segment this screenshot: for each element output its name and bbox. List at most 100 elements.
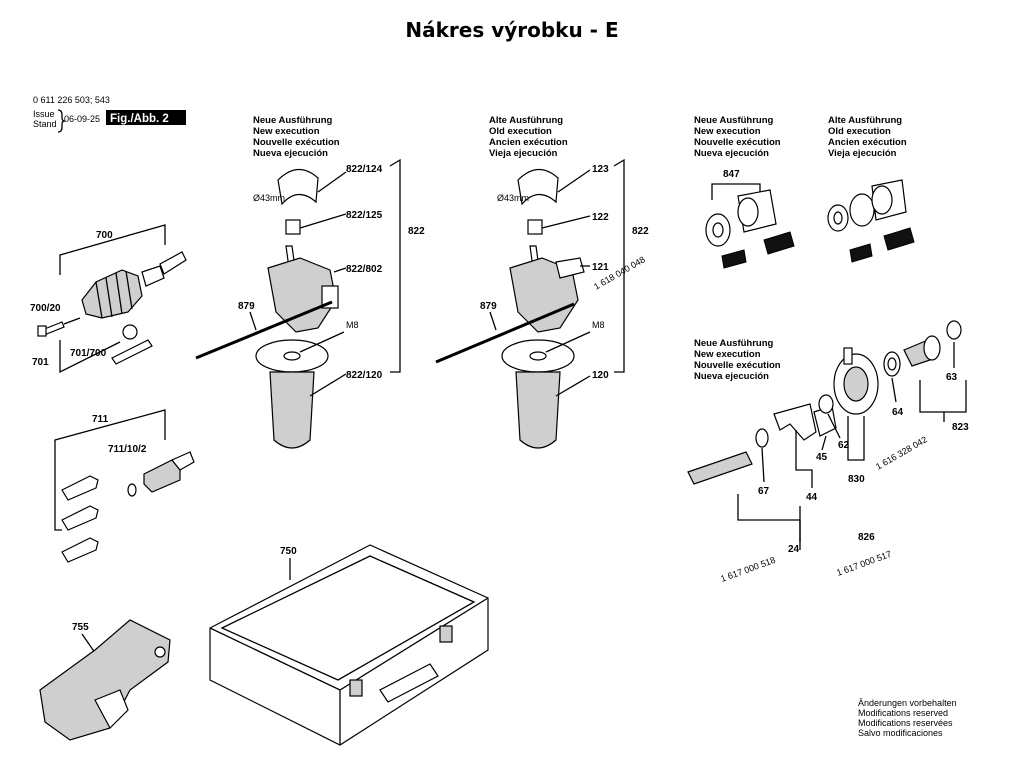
header-old-a-2: Old execution — [489, 126, 552, 137]
label-750: 750 — [280, 546, 297, 557]
bit-phillips-1 — [61, 475, 99, 501]
label-24: 24 — [788, 544, 800, 555]
page-title: Nákres výrobku - E — [405, 18, 619, 42]
footer-line-1: Änderungen vorbehalten — [858, 698, 957, 708]
header-old-a-3: Ancien exécution — [489, 137, 568, 148]
header-new-a-1: Neue Ausführung — [253, 115, 333, 126]
header-new-b-3: Nouvelle exécution — [694, 137, 781, 148]
angle-attachment: 755 — [39, 619, 171, 741]
label-701: 701 — [32, 357, 49, 368]
bit-holder — [143, 459, 181, 493]
label-879-a: 879 — [238, 301, 255, 312]
label-120: 120 — [592, 370, 609, 381]
label-847: 847 — [723, 169, 740, 180]
ring-62 — [818, 394, 834, 414]
diameter-label-old: Ø43mm — [497, 193, 529, 203]
issue-date: 06-09-25 — [64, 114, 100, 124]
header-new-b-2: New execution — [694, 126, 761, 137]
header-new-a-3: Nouvelle exécution — [253, 137, 340, 148]
ref-1616-328-042: 1 616 328 042 — [874, 434, 929, 471]
diameter-label-new: Ø43mm — [253, 193, 285, 203]
depth-rod-new — [195, 300, 333, 360]
handle-head-new — [267, 257, 337, 333]
case-latch-left — [349, 679, 363, 697]
header-new-c-4: Nueva ejecución — [694, 371, 769, 382]
header-new-c-3: Nouvelle exécution — [694, 360, 781, 371]
label-755: 755 — [72, 622, 89, 633]
label-701-700: 701/700 — [70, 348, 107, 359]
clamp-band-new — [277, 168, 319, 206]
label-822-802: 822/802 — [346, 264, 383, 275]
bearing-set-old — [827, 179, 915, 263]
document-number: 0 611 226 503; 543 — [33, 95, 110, 105]
header-new-c-1: Neue Ausführung — [694, 338, 774, 349]
side-handle-new-group: Ø43mm 879 M8 822/124 822/125 822/802 822… — [195, 158, 425, 449]
label-879-b: 879 — [480, 301, 497, 312]
depth-rod-old — [435, 302, 575, 364]
label-45: 45 — [816, 452, 828, 463]
issue-label: Issue — [33, 109, 55, 119]
clamp-block-old — [527, 219, 543, 235]
grip-new — [269, 371, 315, 449]
footer-line-3: Modifications reservées — [858, 718, 953, 728]
bearing-set-new: 847 — [705, 169, 795, 269]
case-handle — [379, 663, 439, 703]
bearing-63 — [946, 320, 962, 340]
wing-nut-old — [555, 257, 585, 279]
label-822-125: 822/125 — [346, 210, 383, 221]
leader-701 — [59, 340, 121, 374]
washer-67 — [755, 428, 769, 448]
header-new-b-1: Neue Ausführung — [694, 115, 774, 126]
screwdriver-bit-group: 711 711/10/2 — [54, 409, 195, 563]
label-m8-b: M8 — [592, 320, 605, 330]
angle-attachment-body — [39, 619, 171, 741]
label-822-124: 822/124 — [346, 164, 383, 175]
header-old-b-2: Old execution — [828, 126, 891, 137]
leader-700 — [59, 224, 166, 275]
issue-brace — [57, 109, 66, 133]
header-new-a-2: New execution — [253, 126, 320, 137]
label-67: 67 — [758, 486, 770, 497]
label-823: 823 — [952, 422, 969, 433]
bit-slotted — [61, 537, 99, 563]
header-old-a-4: Vieja ejecución — [489, 148, 558, 159]
bit-phillips-2 — [61, 505, 99, 531]
label-123: 123 — [592, 164, 609, 175]
header-new-c-2: New execution — [694, 349, 761, 360]
label-711-10-2: 711/10/2 — [108, 444, 147, 455]
case-shell — [209, 544, 489, 746]
label-44: 44 — [806, 492, 818, 503]
label-700: 700 — [96, 230, 113, 241]
clutch-lever-44 — [773, 403, 817, 441]
ref-1618-040-048: 1 618 040 048 — [592, 254, 647, 291]
drill-chuck-group: 700 700/20 701 701/700 — [30, 224, 187, 374]
label-822-a: 822 — [408, 226, 425, 237]
label-64: 64 — [892, 407, 904, 418]
bracket-822-a — [389, 158, 401, 373]
chuck-adapter — [141, 265, 165, 287]
label-122: 122 — [592, 212, 609, 223]
footer-line-2: Modifications reserved — [858, 708, 948, 718]
retaining-ring — [127, 483, 137, 497]
chuck-key — [111, 339, 153, 365]
header-old-b-4: Vieja ejecución — [828, 148, 897, 159]
figure-badge-bg — [106, 110, 186, 125]
side-handle-old-group: Ø43mm 879 M8 123 122 121 1 618 040 048 1… — [435, 158, 649, 449]
leader-711 — [54, 409, 166, 470]
stand-label: Stand — [33, 119, 57, 129]
figure-label: Fig./Abb. 2 — [110, 113, 169, 125]
label-m8-a: M8 — [346, 320, 359, 330]
clamp-block-new — [285, 219, 301, 235]
header-new-a-4: Nueva ejecución — [253, 148, 328, 159]
drill-chuck-body — [81, 269, 143, 319]
footer-line-4: Salvo modificaciones — [858, 728, 943, 738]
label-121: 121 — [592, 262, 609, 273]
header-old-a-1: Alte Ausführung — [489, 115, 563, 126]
label-822-120: 822/120 — [346, 370, 383, 381]
header-new-b-4: Nueva ejecución — [694, 148, 769, 159]
label-63: 63 — [946, 372, 958, 383]
label-830: 830 — [848, 474, 865, 485]
clamp-band-old — [517, 168, 559, 206]
spindle-shaft — [687, 451, 753, 485]
